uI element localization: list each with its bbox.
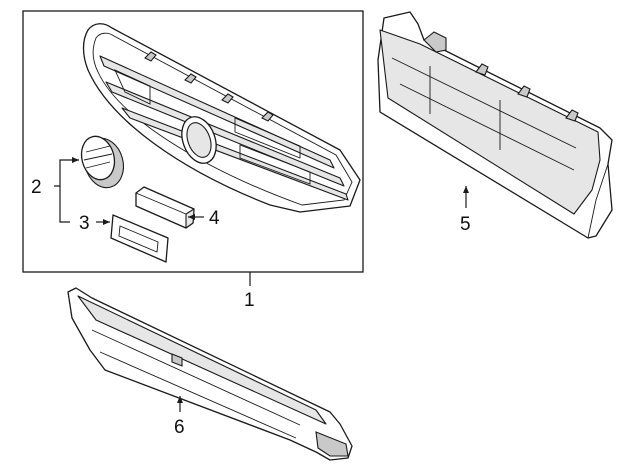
callout-4: 4 (209, 208, 220, 229)
assembly-frame (22, 10, 364, 273)
callout-2: 2 (31, 177, 42, 198)
callout-leaders (54, 157, 469, 412)
grille-icon[interactable] (82, 23, 361, 213)
callout-3: 3 (79, 213, 90, 234)
callout-5: 5 (460, 214, 471, 235)
callout-1: 1 (244, 290, 255, 311)
callout-6: 6 (174, 417, 185, 438)
license-bracket-icon[interactable] (110, 214, 169, 263)
lower-deflector-icon[interactable] (67, 287, 353, 461)
air-deflector-icon[interactable] (377, 11, 613, 239)
emblem-icon[interactable] (77, 133, 129, 192)
bracket-clip-icon[interactable] (135, 186, 195, 229)
